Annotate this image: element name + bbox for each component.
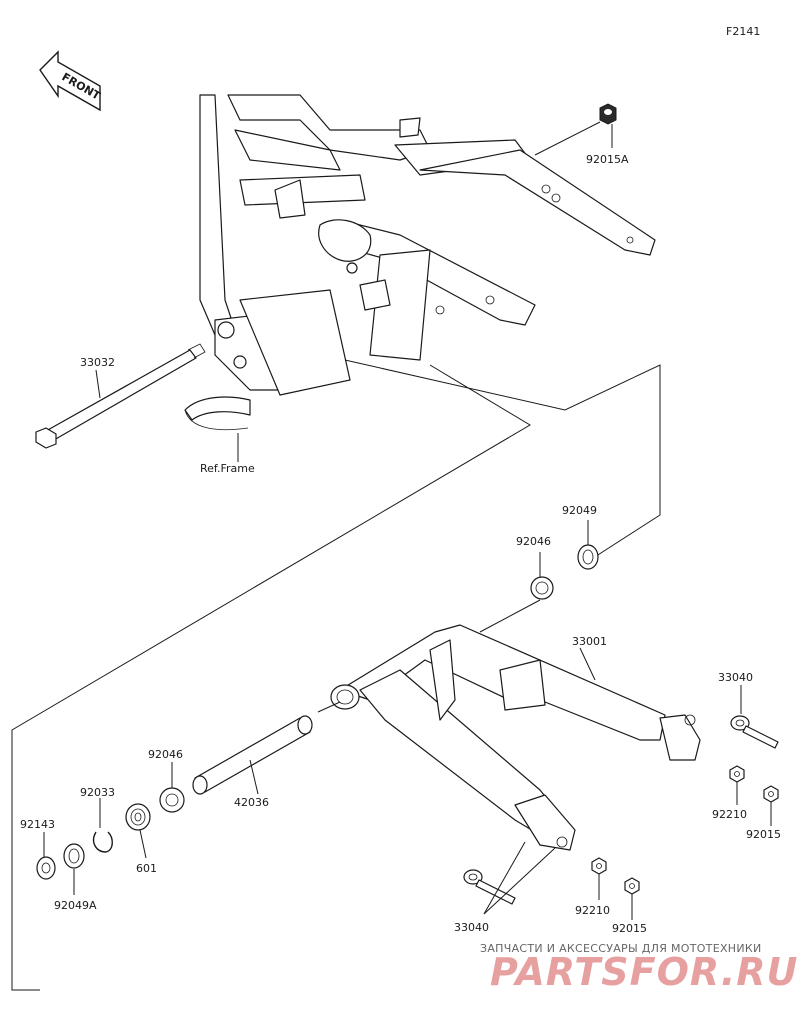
label-92015-lower: 92015 bbox=[612, 922, 647, 935]
front-direction-arrow: FRONT bbox=[39, 50, 103, 112]
part-92049-seal bbox=[577, 520, 599, 570]
label-92210-right: 92210 bbox=[712, 808, 747, 821]
part-601-ball-bearing bbox=[125, 803, 151, 859]
label-92015-right: 92015 bbox=[746, 828, 781, 841]
label-33040-lower: 33040 bbox=[454, 921, 489, 934]
part-33040-adjuster-right bbox=[730, 685, 779, 749]
part-92015-nut-right bbox=[763, 785, 779, 826]
label-92046-upper: 92046 bbox=[516, 535, 551, 548]
part-33032-pivot-shaft bbox=[35, 343, 206, 449]
part-42036-collar bbox=[192, 701, 341, 795]
ref-frame-label: Ref.Frame bbox=[200, 462, 255, 475]
figure-id: F2141 bbox=[726, 25, 760, 38]
label-92015A: 92015A bbox=[586, 153, 629, 166]
part-92046-bearing-upper bbox=[530, 552, 554, 600]
part-92210-nut-right bbox=[729, 765, 745, 805]
label-92046-lower: 92046 bbox=[148, 748, 183, 761]
frame-illustration bbox=[184, 94, 656, 431]
label-33032: 33032 bbox=[80, 356, 115, 369]
label-92049: 92049 bbox=[562, 504, 597, 517]
part-33040-adjuster-lower bbox=[463, 841, 556, 915]
part-33001-swingarm bbox=[330, 599, 701, 851]
part-92033-circlip bbox=[92, 798, 113, 853]
label-601: 601 bbox=[136, 862, 157, 875]
part-92046-bearing-lower bbox=[159, 762, 185, 813]
label-92210-lower: 92210 bbox=[575, 904, 610, 917]
watermark-brand: PARTSFOR.RU bbox=[490, 950, 798, 994]
label-92033: 92033 bbox=[80, 786, 115, 799]
part-92049A-seal bbox=[63, 843, 85, 895]
assembly-leader-box bbox=[11, 359, 661, 991]
part-92015-nut-lower bbox=[624, 877, 640, 920]
part-92015A-nut bbox=[534, 103, 617, 156]
label-42036: 42036 bbox=[234, 796, 269, 809]
part-92210-nut-lower bbox=[591, 857, 607, 900]
watermark-tagline: ЗАПЧАСТИ И АКСЕССУАРЫ ДЛЯ МОТОТЕХНИКИ bbox=[480, 942, 762, 955]
label-92143: 92143 bbox=[20, 818, 55, 831]
label-33040-right: 33040 bbox=[718, 671, 753, 684]
label-92049A: 92049A bbox=[54, 899, 97, 912]
label-33001: 33001 bbox=[572, 635, 607, 648]
part-92143-collar bbox=[36, 832, 56, 880]
